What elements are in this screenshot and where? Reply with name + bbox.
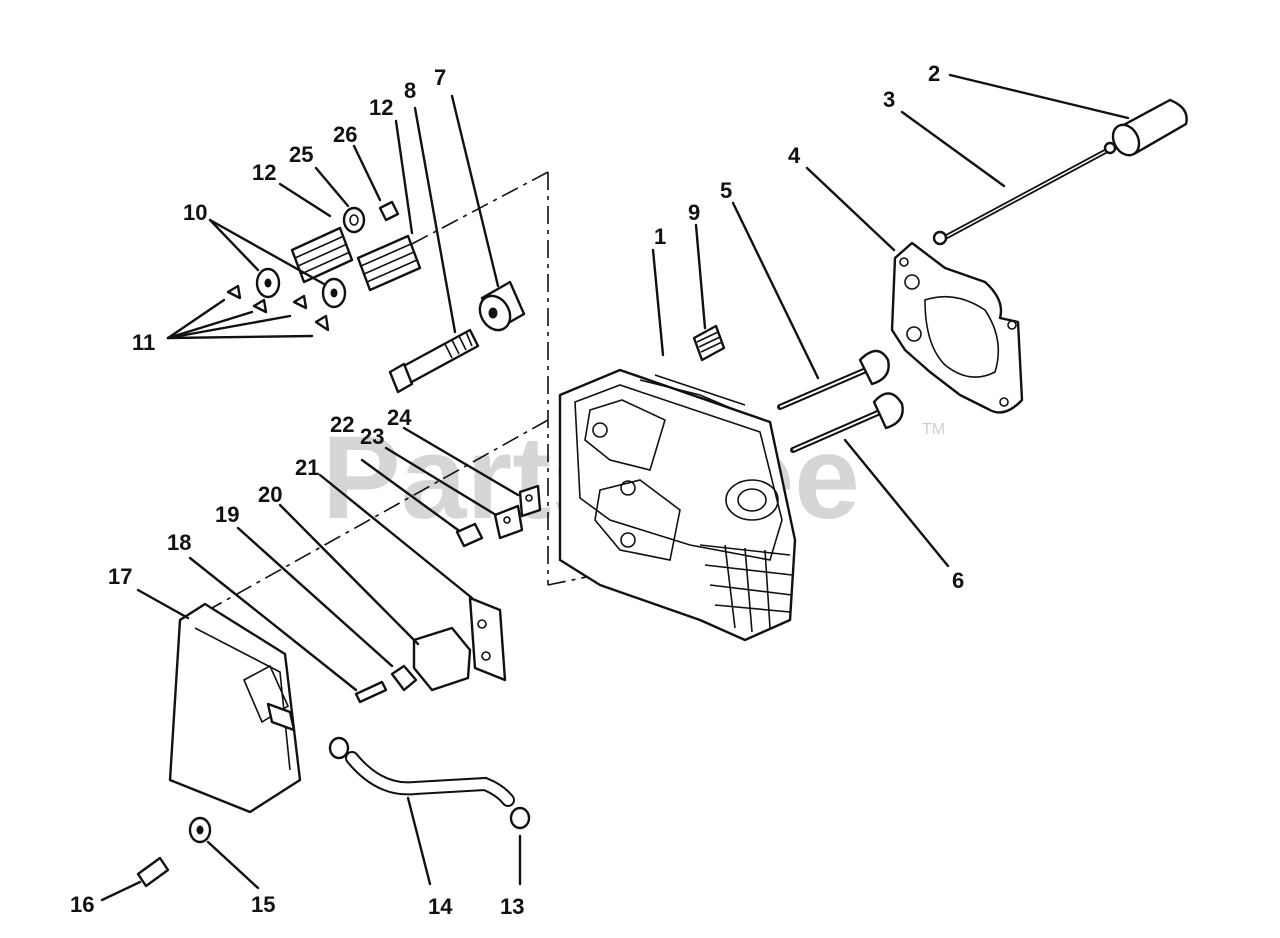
callout-15: 15 bbox=[251, 892, 275, 917]
callout-19: 19 bbox=[215, 502, 239, 527]
callout-24: 24 bbox=[387, 405, 412, 430]
cover-screw bbox=[136, 856, 170, 888]
callout-10: 10 bbox=[183, 200, 207, 225]
valve-washers bbox=[255, 267, 347, 309]
callout-6: 6 bbox=[952, 568, 964, 593]
hose-clamp-lower bbox=[509, 806, 531, 830]
callout-14: 14 bbox=[428, 894, 453, 919]
callout-5: 5 bbox=[720, 178, 732, 203]
hose-clamp-upper bbox=[328, 736, 350, 760]
rocker-screw bbox=[354, 680, 388, 704]
push-rod-tube bbox=[1111, 98, 1188, 157]
callout-1: 1 bbox=[654, 224, 666, 249]
leader-lines bbox=[100, 73, 1130, 902]
callout-25: 25 bbox=[289, 142, 313, 167]
callout-3: 3 bbox=[883, 87, 895, 112]
callout-2: 2 bbox=[928, 61, 940, 86]
cylinder-head bbox=[558, 368, 797, 642]
callout-9: 9 bbox=[688, 200, 700, 225]
intake-valve bbox=[777, 349, 890, 410]
callout-11: 11 bbox=[132, 330, 155, 355]
breather-gasket bbox=[468, 596, 507, 682]
valve-keepers bbox=[226, 284, 330, 332]
callout-13: 13 bbox=[500, 894, 524, 919]
valve-spring-left bbox=[290, 226, 354, 284]
rocker-bolt bbox=[390, 664, 418, 692]
valve-spring-right bbox=[356, 234, 422, 292]
push-rod bbox=[932, 141, 1117, 246]
cover-washer bbox=[188, 816, 212, 844]
callout-22: 22 bbox=[330, 412, 354, 437]
breather-spring bbox=[692, 324, 726, 362]
callout-labels: 1 2 3 4 5 6 7 8 9 10 11 12 12 13 14 15 1… bbox=[70, 61, 964, 919]
breather-valve bbox=[412, 626, 472, 692]
spring-retainer bbox=[342, 206, 366, 234]
exhaust-valve bbox=[790, 392, 904, 453]
callout-23: 23 bbox=[360, 424, 384, 449]
head-bolt bbox=[388, 328, 480, 394]
valve-rotator bbox=[378, 200, 400, 222]
watermark-trademark: TM bbox=[922, 421, 945, 438]
callout-7: 7 bbox=[434, 65, 446, 90]
callout-4: 4 bbox=[788, 143, 801, 168]
spacer bbox=[478, 280, 526, 332]
callout-12-right: 12 bbox=[369, 95, 393, 120]
breather-plate-23 bbox=[493, 504, 524, 540]
breather-hose bbox=[345, 751, 515, 807]
callout-18: 18 bbox=[167, 530, 191, 555]
callout-20: 20 bbox=[258, 482, 282, 507]
valve-cover bbox=[168, 602, 302, 814]
breather-plate-24 bbox=[518, 484, 542, 518]
callout-8: 8 bbox=[404, 78, 416, 103]
callout-17: 17 bbox=[108, 564, 132, 589]
callout-26: 26 bbox=[333, 122, 357, 147]
callout-12-left: 12 bbox=[252, 160, 276, 185]
callout-16: 16 bbox=[70, 892, 94, 917]
breather-screw bbox=[455, 522, 484, 548]
cylinder-head-gasket bbox=[890, 241, 1024, 414]
callout-21: 21 bbox=[295, 455, 319, 480]
